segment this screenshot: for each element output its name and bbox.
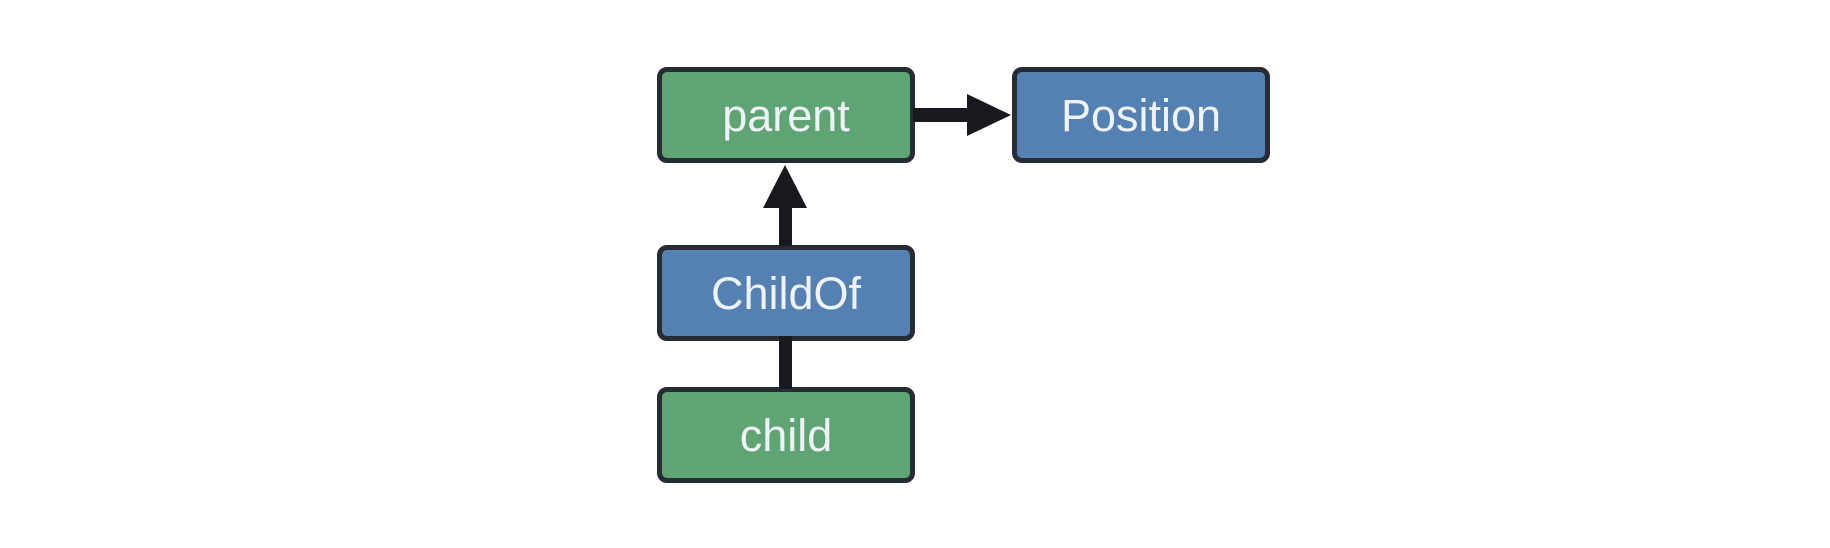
edge-child-to-childof-line xyxy=(779,336,792,389)
edge-childof-to-parent-shaft xyxy=(779,204,792,246)
arrowhead-up-icon xyxy=(763,165,807,208)
edge-parent-to-position-shaft xyxy=(913,108,973,122)
arrowhead-right-icon xyxy=(967,94,1011,136)
node-childof: ChildOf xyxy=(657,245,915,341)
node-child: child xyxy=(657,387,915,483)
node-parent: parent xyxy=(657,67,915,163)
node-position: Position xyxy=(1012,67,1270,163)
